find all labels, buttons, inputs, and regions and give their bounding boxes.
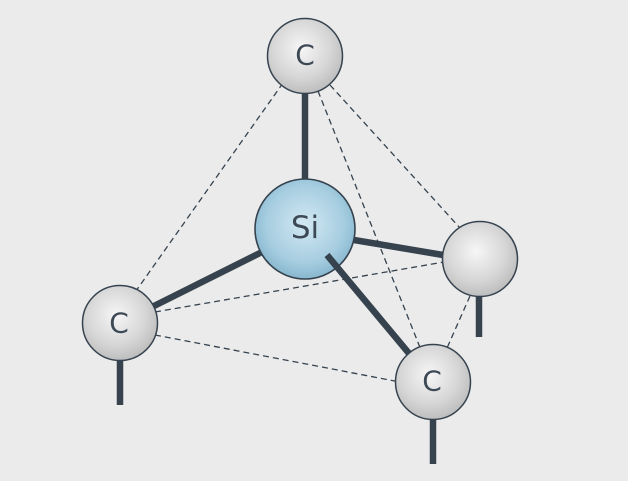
edge-left-bottom [154,334,401,383]
central-bonds [146,93,444,312]
edge-top-bottom [317,90,422,351]
stub-bonds [116,294,483,464]
bond-si-right [353,236,444,259]
carbon-atom-bottom: C [394,343,472,421]
silicon-atom-label: Si [291,210,319,246]
bond-si-left [146,249,264,312]
silicon-atom-center: Si [254,178,356,280]
carbon-atom-left-label: C [109,307,129,340]
edge-right-bottom [446,295,471,349]
bond-si-bottom [324,252,415,360]
carbon-atom-left: C [81,284,159,362]
carbon-atom-top-label: C [295,39,315,72]
carbon-atom-top: C [266,17,344,95]
edge-top-left [130,82,284,299]
edge-top-right [329,84,461,229]
edge-left-right [154,261,445,313]
carbon-atom-bottom-label: C [422,365,442,398]
atom-right [441,220,519,298]
tetrahedron-edges [130,82,471,383]
